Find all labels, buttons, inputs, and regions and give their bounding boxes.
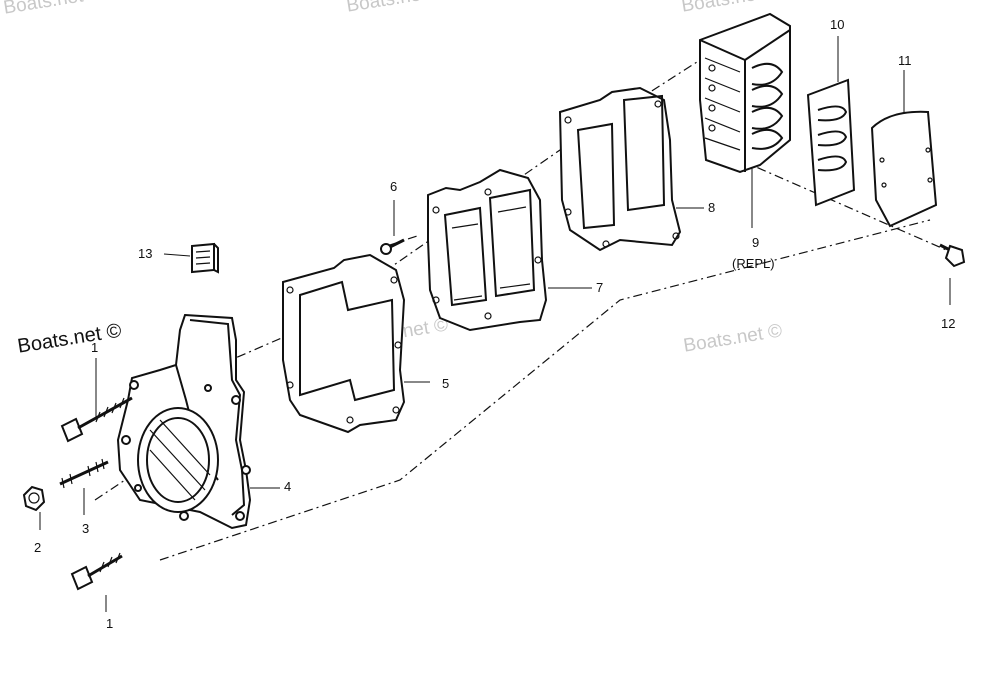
callout-5: 5	[442, 376, 450, 391]
part-10-reed-petals	[806, 78, 856, 207]
part-12-screw	[939, 243, 966, 268]
part-6-screw	[380, 238, 405, 255]
part-8-gasket	[558, 86, 682, 252]
part-4-adaptor-housing	[116, 313, 252, 530]
callout-6: 6	[390, 179, 398, 194]
part-9-reed-block	[699, 12, 791, 174]
callout-2: 2	[34, 540, 42, 555]
leader-lines	[39, 36, 951, 612]
callout-8: 8	[708, 200, 716, 215]
part-2-nut	[22, 485, 46, 512]
callout-9-note: (REPL)	[732, 256, 775, 271]
part-7-gasket	[427, 168, 548, 332]
part-11-reed-stop	[870, 110, 938, 228]
part-3-stud	[59, 458, 109, 489]
callout-1-lower: 1	[106, 616, 114, 631]
callout-10: 10	[830, 17, 845, 32]
callout-1-upper: 1	[91, 340, 99, 355]
callout-13: 13	[138, 246, 153, 261]
callout-7: 7	[596, 280, 604, 295]
callout-4: 4	[284, 479, 292, 494]
callout-3: 3	[82, 521, 90, 536]
callout-9: 9	[752, 235, 760, 250]
callout-11: 11	[898, 53, 912, 68]
part-1-bolt-upper	[60, 396, 133, 443]
part-1-bolt-lower	[70, 552, 123, 591]
callout-12: 12	[941, 316, 956, 331]
part-5-gasket	[282, 253, 406, 434]
part-13-clip	[191, 242, 219, 274]
